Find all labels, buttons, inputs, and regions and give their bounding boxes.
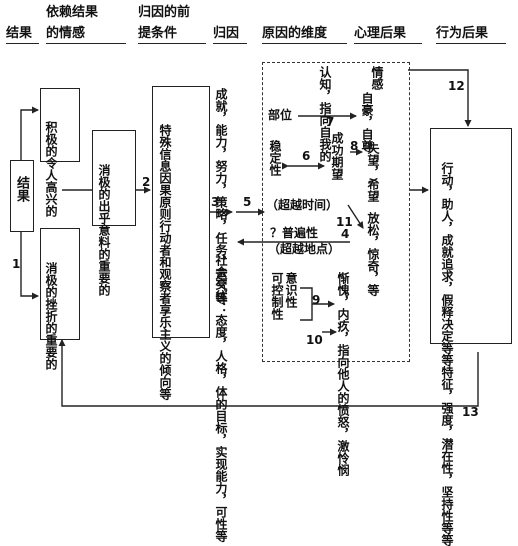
antecedents-label: 特殊信息因果原则行动者和观察者享乐主义的倾向等 (158, 124, 172, 400)
header-underline (354, 43, 422, 44)
positive-emotion-box (40, 88, 80, 162)
header-underline (213, 43, 247, 44)
dimension-transcend-time: （超越时间） (266, 198, 339, 212)
header-psych-consequences: 心理后果 (354, 26, 407, 41)
psych-cognition: 认知，指向自我的 (318, 66, 332, 162)
dimension-universality: ？普遍性 (270, 226, 319, 240)
arrow-label-13: 13 (462, 405, 479, 419)
header-dependent-emotion-l2: 的情感 (46, 26, 86, 41)
psych-emotion: 情感 (370, 66, 384, 90)
arrow-label-9: 9 (312, 293, 321, 307)
arrow-label-10: 10 (306, 333, 323, 347)
arrow-label-4: 4 (341, 227, 350, 241)
arrow-label-3: 3 (211, 195, 220, 209)
header-underline (436, 43, 506, 44)
arrow-label-12: 12 (448, 79, 465, 93)
negative-surprise-label: 消极的出乎意料的重要的 (97, 164, 111, 296)
arrow-label-8: 8 (350, 139, 359, 153)
header-antecedents-l2: 提条件 (138, 26, 178, 41)
arrow-label-11: 11 (336, 215, 353, 229)
header-dependent-emotion-l1: 依赖结果 (46, 5, 99, 20)
dimension-intentionality: 意识性 (284, 272, 298, 308)
header-dimensions: 原因的维度 (262, 26, 328, 41)
header-behavior-consequences: 行为后果 (436, 26, 489, 41)
negative-frustration-box (40, 228, 80, 340)
behavior-label: 行动，助人，成就追求，假释决定等等特征，强度，潜在性，坚持性等等 (440, 162, 454, 546)
arrow-label-7: 7 (326, 115, 335, 129)
header-underline (46, 43, 126, 44)
psych-other-emotions: 惭愧，内疚，指向他人的愤怒，激怜悯 (336, 272, 350, 476)
header-attribution: 归因 (213, 26, 240, 41)
psych-relaxed-surprise: 放松，惊奇，等 (366, 212, 380, 296)
arrow-label-2: 2 (142, 175, 151, 189)
antecedents-box (152, 86, 210, 338)
header-underline (262, 43, 347, 44)
dimensions-region (262, 62, 410, 362)
header-antecedents-l1: 归因的前 (138, 5, 191, 20)
header-underline (6, 43, 39, 44)
arrow-label-5: 5 (243, 195, 252, 209)
dimension-success-expectancy: 成功期望 (330, 132, 344, 180)
outcome-label: 结果 (14, 176, 29, 202)
header-underline (138, 43, 206, 44)
arrow-label-1: 1 (12, 257, 21, 271)
dimension-transcend-place: （超越地点） (268, 242, 341, 256)
social-attributions: 社会交往：态度，人格，体的目标，实现能力，可性等 (214, 254, 228, 542)
header-outcome: 结果 (6, 26, 33, 41)
outcome-box (10, 160, 34, 232)
connector-arrows (20, 69, 479, 407)
achievement-attributions: 成就，能力，努力，策略，任务，运气等 (214, 88, 228, 304)
dimension-locus: 部位 (268, 108, 293, 122)
negative-frustration-label: 消极的挫折的重要的 (44, 262, 58, 370)
dimension-stability: 稳定性 (268, 140, 282, 176)
psych-hope-despair: 失望，希望 (366, 142, 380, 202)
dimension-controllability: 可控制性 (270, 272, 284, 320)
arrow-label-6: 6 (302, 149, 311, 163)
negative-surprise-box (92, 130, 136, 226)
positive-emotion-label: 积极的令人高兴的 (44, 121, 58, 217)
behavior-box (430, 128, 512, 344)
psych-pride: 自豪，自尊 (360, 92, 374, 152)
